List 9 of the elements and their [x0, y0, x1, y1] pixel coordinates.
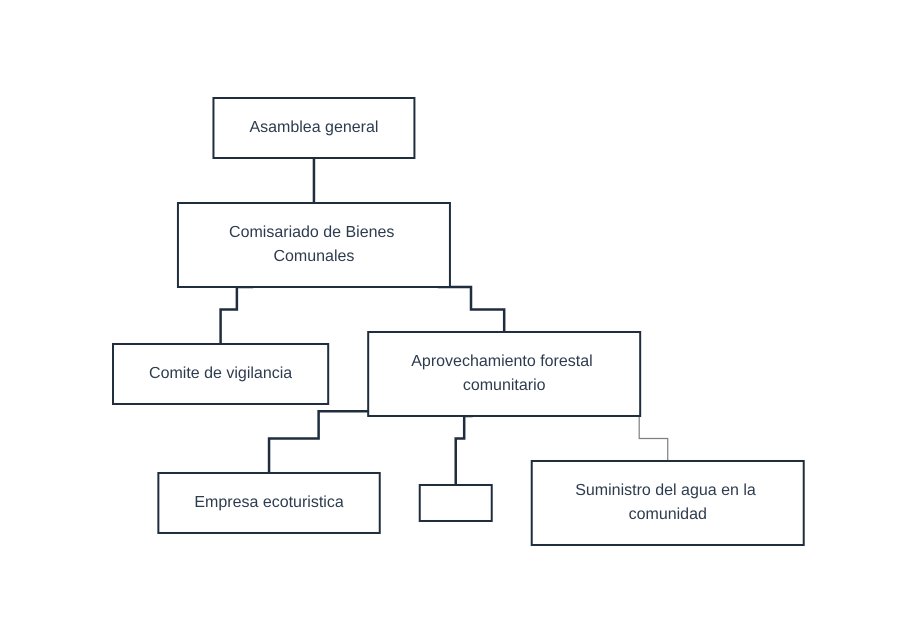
node-box: Comisariado de Bienes Comunales: [177, 202, 452, 288]
node-box: [418, 483, 493, 522]
node-box: Empresa ecoturistica: [157, 471, 381, 534]
node-box: Asamblea general: [212, 96, 416, 158]
node-box: Suministro del agua en la comunidad: [530, 459, 805, 546]
node-box: Aprovechamiento forestal comunitario: [367, 330, 642, 416]
connector: [268, 410, 368, 474]
connector: [312, 156, 316, 204]
node-box: Comite de vigilancia: [112, 342, 330, 404]
